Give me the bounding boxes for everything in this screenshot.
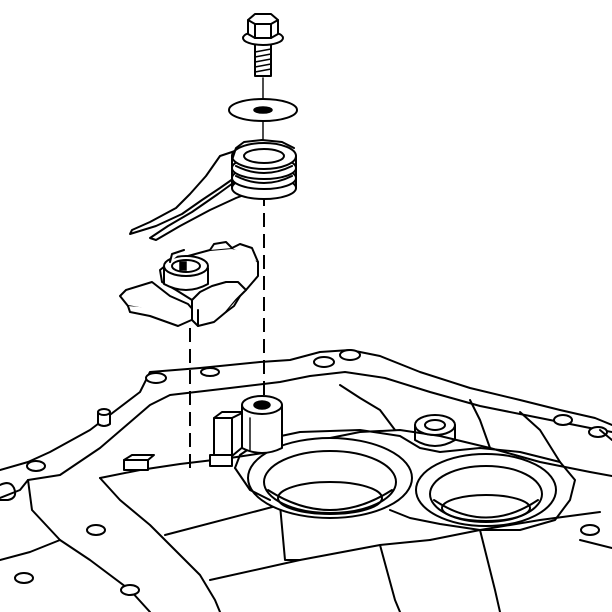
- housing-flange-rim: [27, 371, 612, 481]
- pivot-stud: [241, 404, 283, 454]
- washer-hole: [253, 106, 273, 114]
- locating-post: [213, 417, 233, 457]
- bolt-hex-head: [247, 13, 279, 39]
- spring-coil-top: [231, 142, 297, 170]
- detent-lever: [119, 241, 259, 327]
- spring-leg-upper: [129, 149, 241, 235]
- housing-bore-right: [415, 453, 557, 527]
- flange-bolt-holes: [14, 349, 608, 596]
- housing-outer-edge: [0, 349, 612, 471]
- bolt-threads: [254, 48, 272, 73]
- housing-tab: [123, 459, 149, 471]
- torsion-spring: [129, 139, 297, 241]
- housing-inner-floor: [99, 429, 612, 479]
- housing-rib-2: [209, 539, 431, 581]
- housing: [0, 349, 612, 612]
- washer: [228, 98, 298, 122]
- housing-boss: [414, 414, 456, 436]
- bolt: [242, 13, 284, 77]
